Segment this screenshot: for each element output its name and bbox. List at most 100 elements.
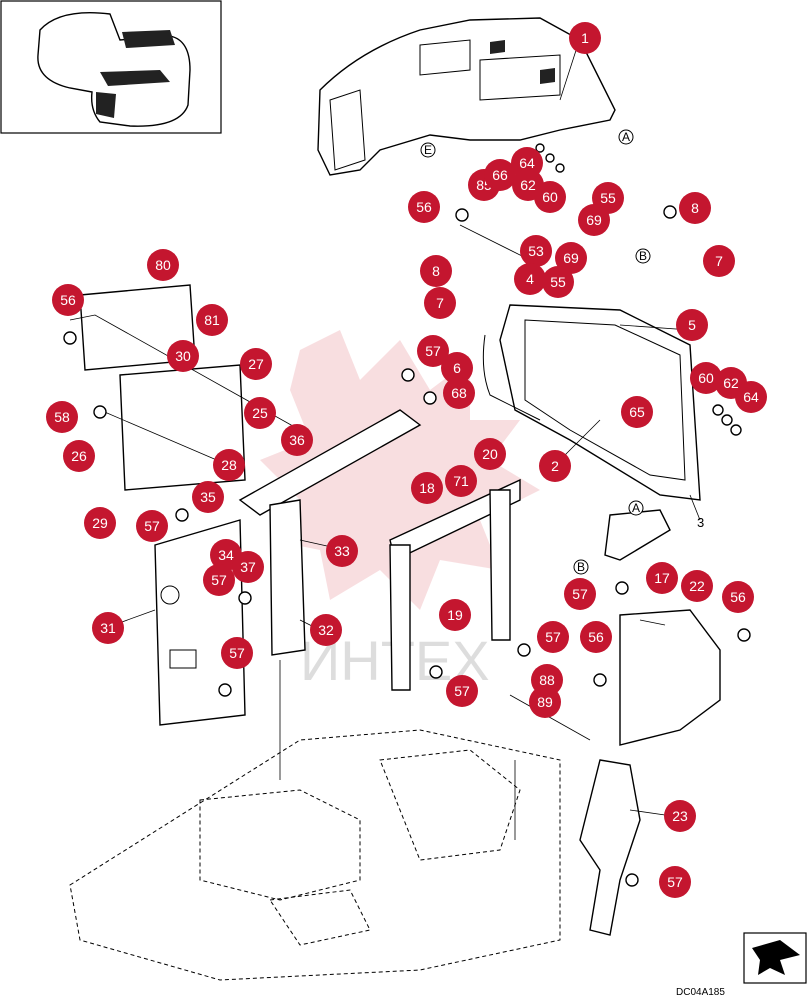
svg-text:89: 89 [537,694,553,710]
letter-ref-b-top: B [635,248,651,264]
svg-text:68: 68 [451,385,467,401]
callout-31: 31 [92,612,124,644]
callout-5: 5 [676,309,708,341]
fasteners [63,143,751,887]
svg-text:55: 55 [550,274,566,290]
svg-text:4: 4 [526,271,534,287]
svg-text:35: 35 [200,489,216,505]
svg-text:66: 66 [492,167,508,183]
callout-18: 18 [411,472,443,504]
svg-text:30: 30 [175,348,191,364]
callout-36: 36 [281,424,313,456]
callout-60-top: 60 [534,181,566,213]
svg-text:60: 60 [542,189,558,205]
callout-57-e: 57 [537,621,569,653]
callout-33: 33 [326,535,358,567]
callout-80: 80 [147,249,179,281]
callout-32: 32 [310,614,342,646]
svg-text:33: 33 [334,543,350,559]
callout-56-right: 56 [722,581,754,613]
svg-text:B: B [639,249,647,263]
base-frame-dashed [69,729,561,981]
svg-text:56: 56 [60,292,76,308]
svg-text:57: 57 [545,629,561,645]
svg-text:58: 58 [54,409,70,425]
callout-88: 88 [531,664,563,696]
svg-text:27: 27 [248,356,264,372]
callout-57-b: 57 [136,510,168,542]
svg-text:28: 28 [221,457,237,473]
svg-text:69: 69 [563,250,579,266]
svg-text:23: 23 [672,808,688,824]
svg-text:81: 81 [204,312,220,328]
svg-text:64: 64 [743,389,759,405]
svg-text:62: 62 [723,375,739,391]
letter-ref-e: E [420,142,436,158]
callout-25: 25 [244,397,276,429]
svg-text:56: 56 [730,589,746,605]
svg-text:88: 88 [539,672,555,688]
svg-text:B: B [577,560,585,574]
svg-text:7: 7 [715,253,723,269]
svg-text:57: 57 [229,645,245,661]
callout-53: 53 [520,235,552,267]
callout-26: 26 [63,440,95,472]
left-panels [79,284,246,726]
callout-37: 37 [232,551,264,583]
svg-text:69: 69 [586,212,602,228]
svg-text:20: 20 [482,446,498,462]
svg-text:8: 8 [691,200,699,216]
callout-58: 58 [46,401,78,433]
callout-60-right: 60 [690,362,722,394]
svg-text:29: 29 [92,515,108,531]
callout-56-mid: 56 [580,621,612,653]
engine-cover-inset [0,0,222,134]
svg-text:56: 56 [588,629,604,645]
svg-text:A: A [632,501,640,515]
letter-ref-a-bottom: A [628,500,644,516]
callout-23: 23 [664,800,696,832]
svg-text:57: 57 [425,343,441,359]
svg-text:55: 55 [600,190,616,206]
svg-text:64: 64 [519,155,535,171]
svg-text:31: 31 [100,620,116,636]
svg-text:19: 19 [447,607,463,623]
callout-65: 65 [621,396,653,428]
svg-text:57: 57 [144,518,160,534]
cross-frame [238,409,521,691]
callout-22: 22 [681,570,713,602]
callout-7-left: 7 [424,287,456,319]
svg-text:17: 17 [654,570,670,586]
callout-69-mid: 69 [555,242,587,274]
svg-text:A: A [622,130,630,144]
callout-35: 35 [192,481,224,513]
callout-27: 27 [240,348,272,380]
plain-label-3: 3 [697,515,704,530]
callout-68: 68 [443,377,475,409]
svg-text:E: E [424,143,432,157]
callout-66: 66 [484,159,516,191]
svg-text:8: 8 [432,263,440,279]
callout-1: 1 [569,22,601,54]
svg-text:18: 18 [419,480,435,496]
svg-text:32: 32 [318,622,334,638]
callout-6: 6 [441,352,473,384]
callout-56-top: 56 [408,191,440,223]
callout-8-right: 8 [679,192,711,224]
callout-4: 4 [514,263,546,295]
callout-57-h: 57 [446,675,478,707]
svg-text:56: 56 [416,199,432,215]
svg-text:34: 34 [218,547,234,563]
svg-text:26: 26 [71,448,87,464]
svg-text:1: 1 [581,30,589,46]
svg-text:53: 53 [528,243,544,259]
callout-57-c: 57 [203,564,235,596]
letter-ref-a-top: A [618,129,634,145]
svg-text:65: 65 [629,404,645,420]
direction-arrow-icon [743,932,807,984]
callout-20: 20 [474,438,506,470]
callout-57-g: 57 [659,866,691,898]
callout-64-right: 64 [735,381,767,413]
svg-text:36: 36 [289,432,305,448]
